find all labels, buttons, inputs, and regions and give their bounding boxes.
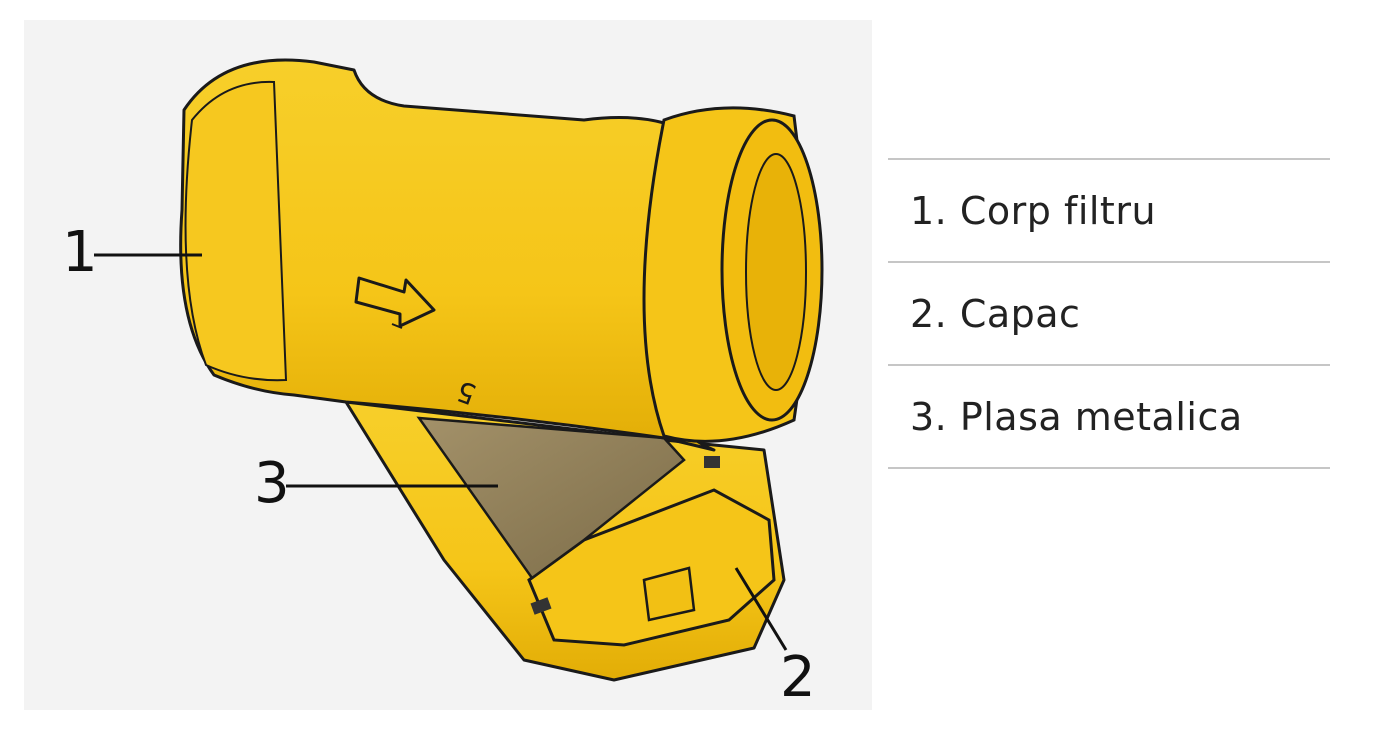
legend-item-label: 1. Corp filtru xyxy=(910,188,1157,233)
mesh-screen xyxy=(416,416,686,580)
callout-number-3: 3 xyxy=(254,451,290,516)
callout-number-2: 2 xyxy=(780,645,816,710)
legend-item: 1. Corp filtru xyxy=(888,158,1330,261)
parts-legend: 1. Corp filtru 2. Capac 3. Plasa metalic… xyxy=(888,158,1330,469)
legend-item: 3. Plasa metalica xyxy=(888,364,1330,469)
filter-body-part: 5 xyxy=(179,58,824,452)
filter-illustration-panel: 5 1 3 2 xyxy=(24,20,872,710)
legend-item: 2. Capac xyxy=(888,261,1330,364)
legend-item-label: 3. Plasa metalica xyxy=(910,394,1243,439)
leader-line-2 xyxy=(734,567,788,651)
y-strainer-drawing: 5 xyxy=(94,58,824,682)
legend-item-label: 2. Capac xyxy=(910,291,1081,336)
callout-number-1: 1 xyxy=(62,220,98,285)
